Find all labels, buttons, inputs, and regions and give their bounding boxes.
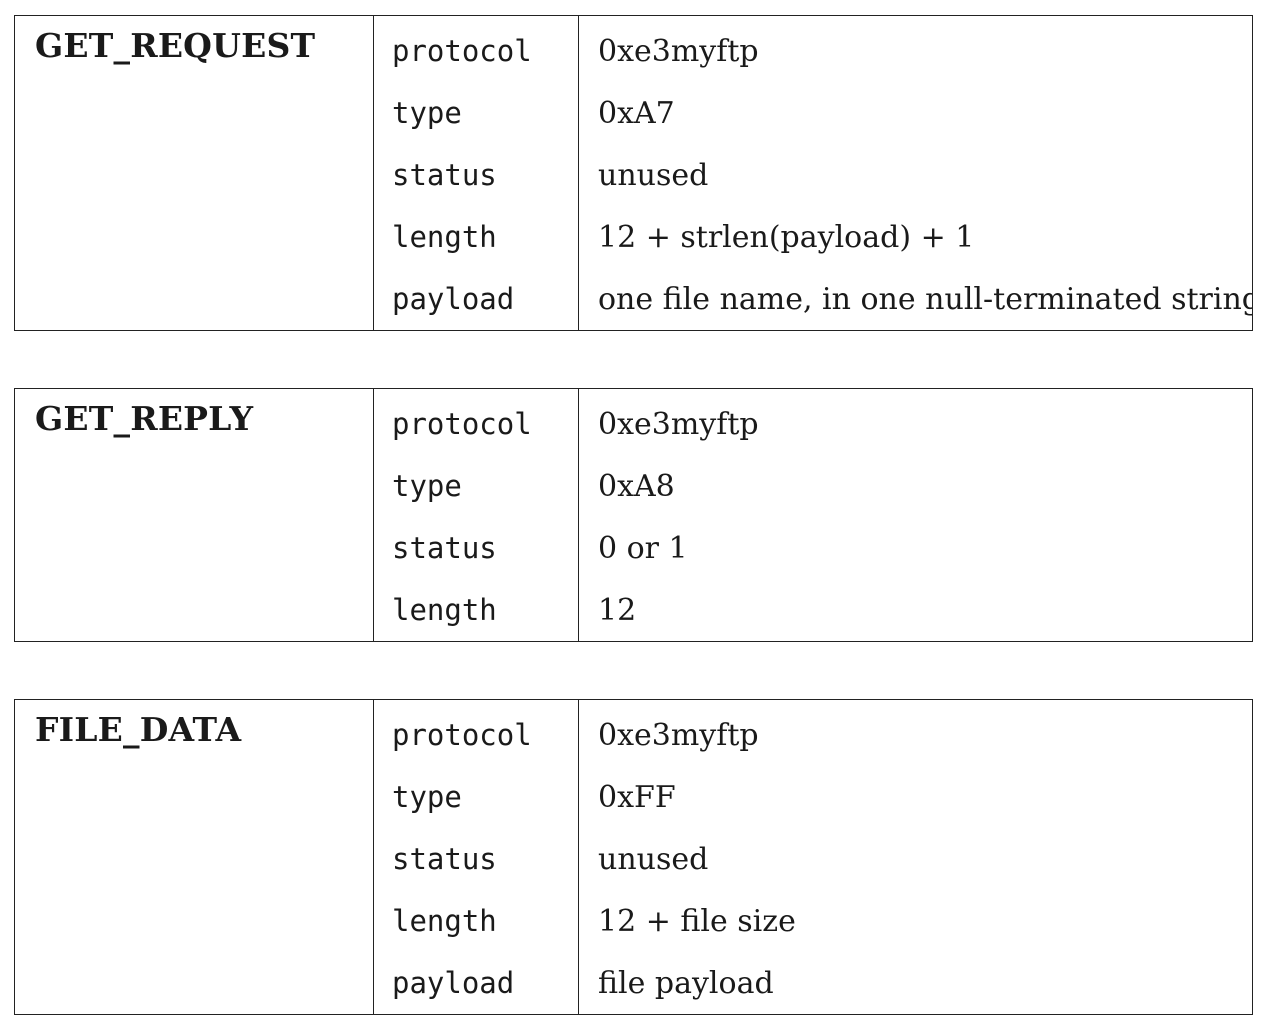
message-table-file-data: FILE_DATA protocol 0xe3myftp type 0xFF s… <box>14 699 1253 1015</box>
field-value: unused <box>598 841 709 877</box>
field-name: length <box>373 206 579 268</box>
field-name: status <box>373 144 579 206</box>
field-name: length <box>373 579 579 642</box>
field-value: 0xe3myftp <box>598 717 759 753</box>
message-type-name: GET_REQUEST <box>14 15 374 331</box>
message-table-get-request: GET_REQUEST protocol 0xe3myftp type 0xA7… <box>14 15 1253 331</box>
field-name: status <box>373 517 579 579</box>
field-value: 0xe3myftp <box>598 33 759 69</box>
field-name: type <box>373 82 579 144</box>
table-row: status unused <box>15 144 1253 206</box>
table-row: payload one file name, in one null-termi… <box>15 268 1253 331</box>
table-row: GET_REQUEST protocol 0xe3myftp <box>14 15 1253 331</box>
table-row: status unused <box>15 828 1253 890</box>
table-row: GET_REPLY protocol 0xe3myftp <box>14 388 1253 642</box>
field-value: 0 or 1 <box>598 530 688 566</box>
table-row: type 0xA7 <box>15 82 1253 144</box>
field-value: 0xe3myftp <box>598 406 759 442</box>
field-name: type <box>373 455 579 517</box>
table-row: status 0 or 1 <box>15 517 1253 579</box>
field-value: 0xA7 <box>598 95 675 131</box>
field-name: protocol <box>373 388 579 455</box>
field-value: 12 <box>598 592 637 628</box>
field-name: payload <box>373 268 579 331</box>
table-row: length 12 + file size <box>15 890 1253 952</box>
field-name: payload <box>373 952 579 1015</box>
table-row: type 0xA8 <box>15 455 1253 517</box>
table-row: FILE_DATA protocol 0xe3myftp <box>14 699 1253 1015</box>
field-value: 12 + file size <box>598 903 796 939</box>
field-value: 12 + strlen(payload) + 1 <box>598 219 975 255</box>
field-value: unused <box>598 157 709 193</box>
field-value: one file name, in one null-terminated st… <box>598 281 1253 317</box>
field-name: length <box>373 890 579 952</box>
table-row: length 12 <box>15 579 1253 642</box>
message-type-name: FILE_DATA <box>14 699 374 1015</box>
field-value: 0xFF <box>598 779 676 815</box>
message-type-name: GET_REPLY <box>14 388 374 642</box>
field-value: file payload <box>598 965 774 1001</box>
table-row: type 0xFF <box>15 766 1253 828</box>
field-name: protocol <box>373 699 579 766</box>
table-row: length 12 + strlen(payload) + 1 <box>15 206 1253 268</box>
table-row: payload file payload <box>15 952 1253 1015</box>
field-value: 0xA8 <box>598 468 675 504</box>
message-table-get-reply: GET_REPLY protocol 0xe3myftp type 0xA8 s… <box>14 388 1253 642</box>
field-name: type <box>373 766 579 828</box>
field-name: status <box>373 828 579 890</box>
field-name: protocol <box>373 15 579 82</box>
